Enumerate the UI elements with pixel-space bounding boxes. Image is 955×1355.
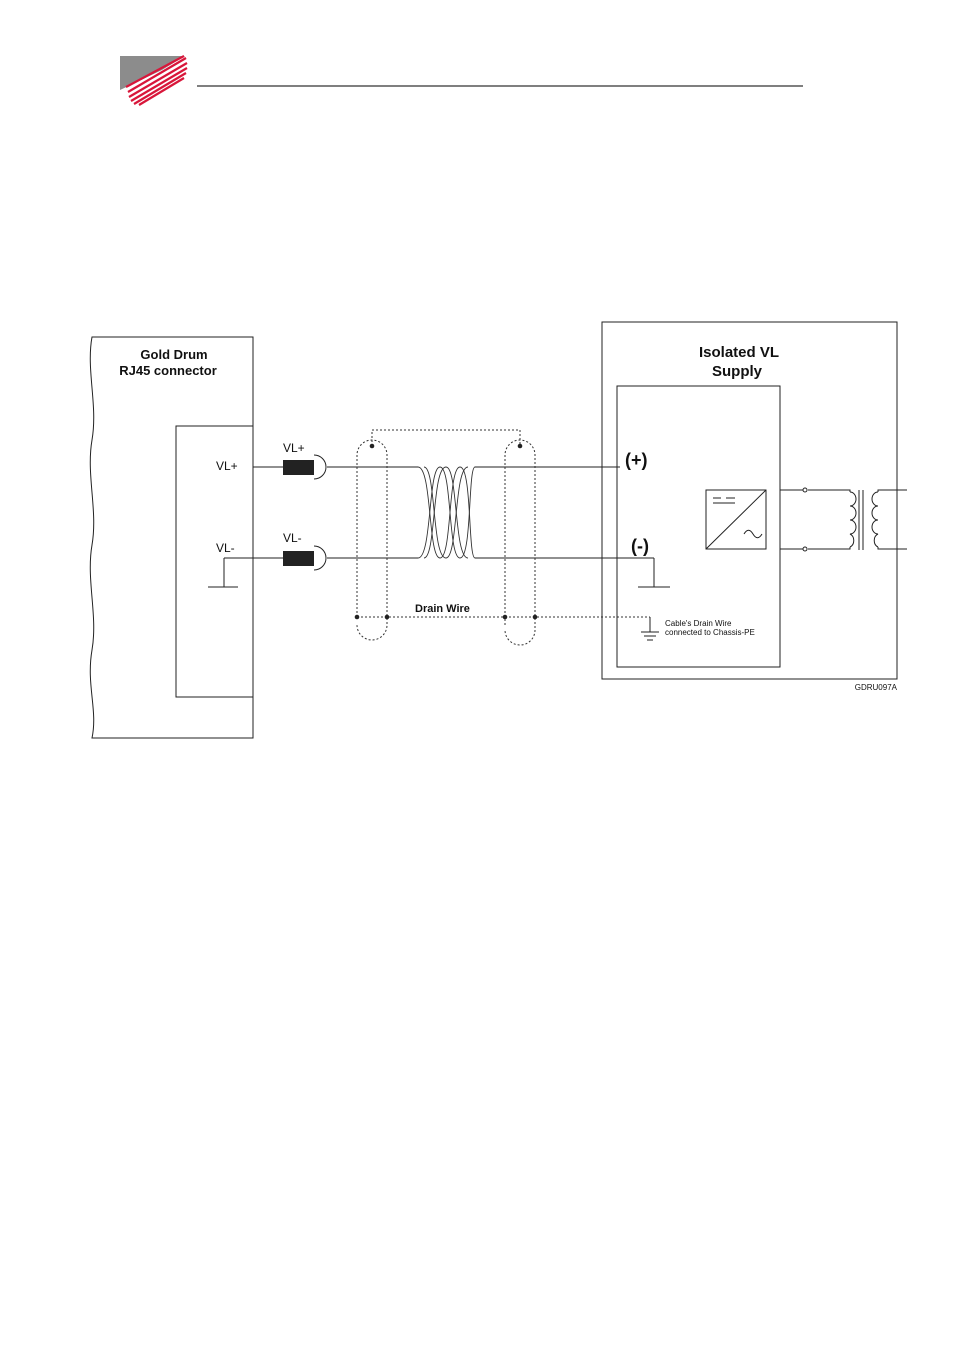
shield-bridge-line	[372, 430, 520, 446]
left-ground-icon	[208, 558, 253, 587]
minus-terminal-label: (-)	[631, 536, 649, 556]
ground-note-line1: Cable's Drain Wire	[665, 619, 732, 628]
twisted-pair-icon	[418, 467, 475, 558]
supply-title-line1: Isolated VL	[699, 344, 779, 361]
supply-title-line2: Supply	[712, 363, 763, 380]
plus-terminal-label: (+)	[625, 450, 648, 470]
cable-label-vl-minus: VL-	[283, 531, 302, 545]
shield-right-icon	[505, 440, 535, 645]
pin-label-vl-plus: VL+	[216, 459, 238, 473]
vl-minus-connector-icon	[283, 546, 326, 570]
shield-left-icon	[357, 440, 387, 640]
gold-drum-title-line2: RJ45 connector	[119, 363, 217, 378]
figure-id: GDRU097A	[855, 683, 898, 692]
vl-minus-wire	[253, 558, 670, 587]
company-logo	[120, 56, 187, 105]
ac-dc-converter-icon	[706, 490, 766, 549]
rj45-connector-block	[176, 426, 253, 697]
pin-label-vl-minus: VL-	[216, 541, 235, 555]
cable-label-vl-plus: VL+	[283, 441, 305, 455]
gold-drum-title-line1: Gold Drum	[140, 347, 207, 362]
transformer-icon	[780, 488, 907, 551]
chassis-pe-ground-icon	[641, 617, 659, 640]
drain-wire-label: Drain Wire	[415, 603, 470, 615]
gold-drum-enclosure	[90, 337, 253, 738]
ground-note-line2: connected to Chassis-PE	[665, 628, 755, 637]
vl-plus-connector-icon	[283, 455, 326, 479]
